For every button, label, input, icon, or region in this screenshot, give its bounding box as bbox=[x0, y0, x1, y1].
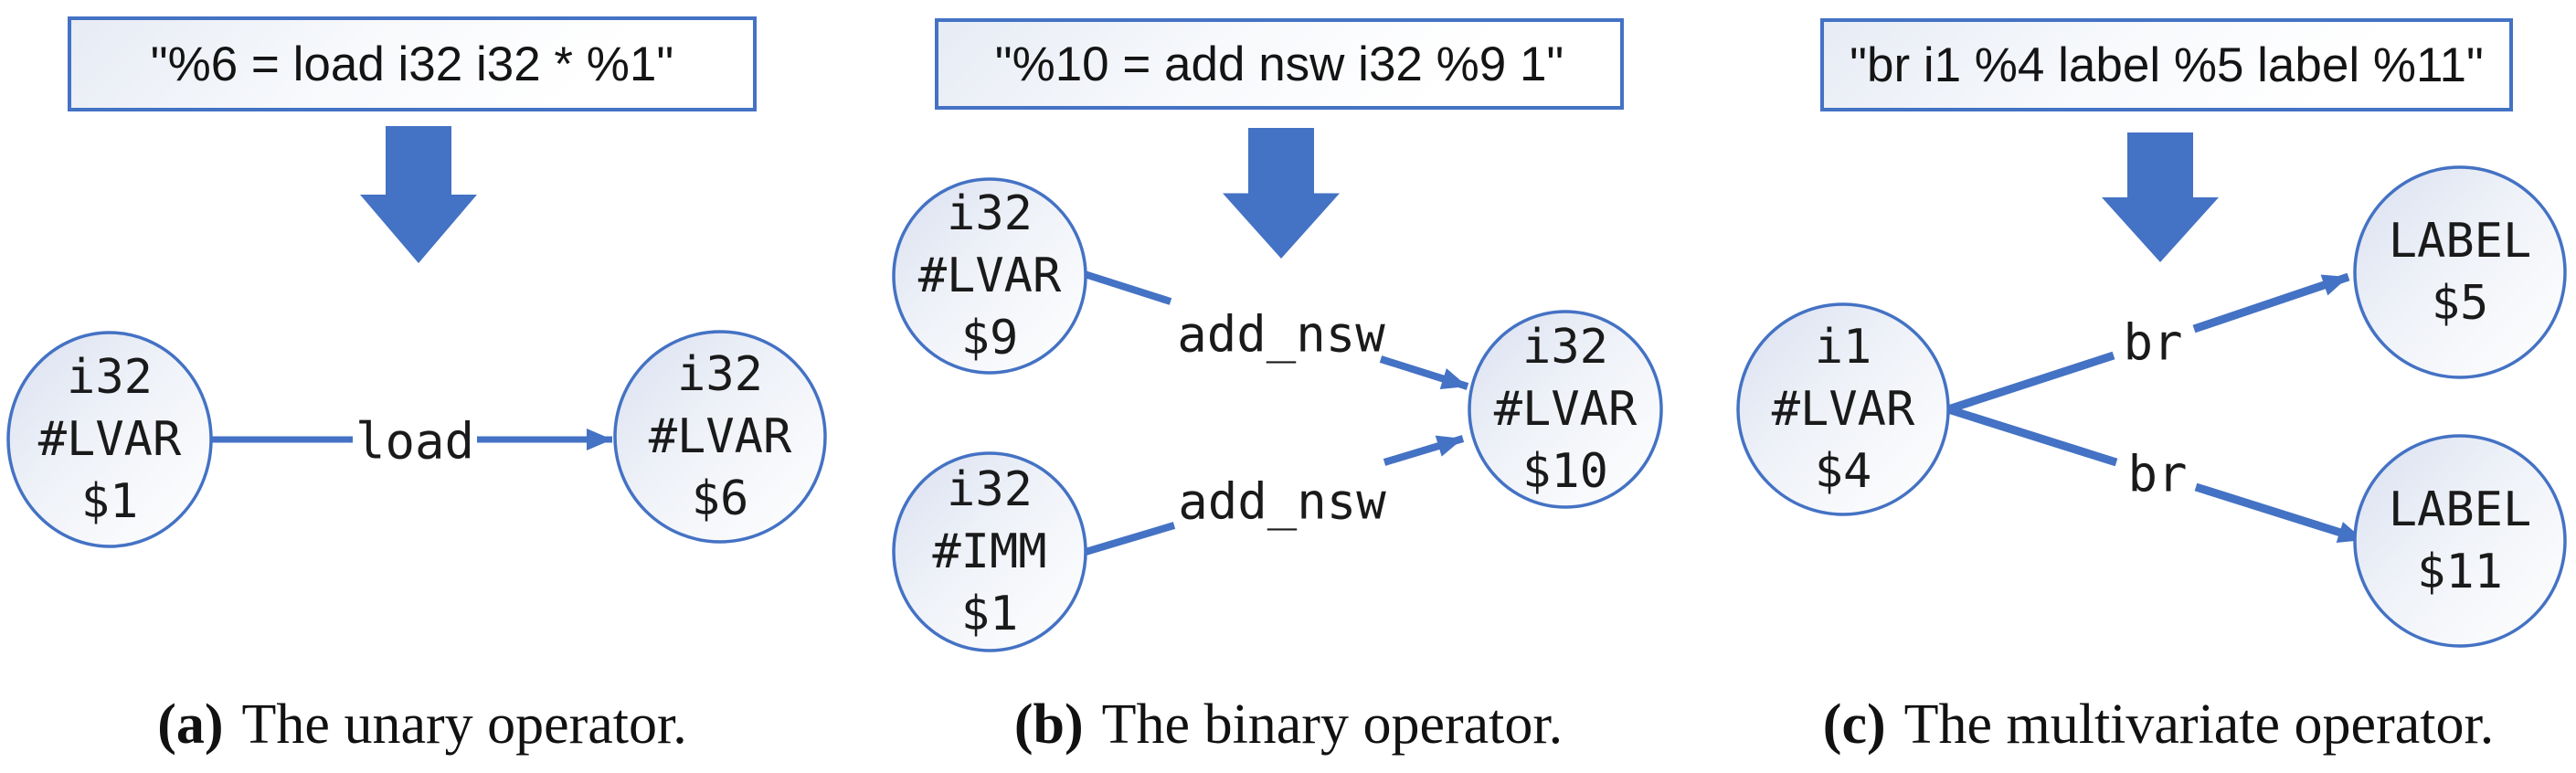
caption-label-a: (a) bbox=[157, 694, 224, 756]
edge-label: br bbox=[2123, 314, 2182, 372]
ir-code-box-c: "br i1 %4 label %5 label %11" bbox=[1820, 18, 2513, 111]
graph-node-ellipse bbox=[892, 177, 1087, 375]
panel-b-graph: add_nsw add_nsw i32 #LVAR $9 i32 #IMM $1 i32 #LVA… bbox=[892, 128, 1663, 652]
graph-node-ellipse bbox=[2353, 434, 2567, 648]
graph-node-text: #LVAR bbox=[38, 412, 182, 467]
graph-node-text: #LVAR bbox=[1494, 382, 1638, 437]
ir-code-box-a: "%6 = load i32 i32 * %1" bbox=[68, 16, 757, 111]
panel-b-node-0: i32 #LVAR $9 bbox=[892, 177, 1087, 375]
graph-node-text: $1 bbox=[81, 474, 139, 529]
panel-b-node-2: i32 #LVAR $10 bbox=[1468, 310, 1663, 509]
edge-line bbox=[1946, 351, 2115, 414]
graph-node-ellipse bbox=[6, 331, 213, 548]
edge-label: add_nsw bbox=[1178, 473, 1386, 531]
ir-code-box-b: "%10 = add nsw i32 %9 1" bbox=[935, 18, 1624, 110]
panel-a-node-0: i32 #LVAR $1 bbox=[6, 331, 213, 548]
graph-node-text: $5 bbox=[2432, 276, 2489, 331]
down-arrow-icon bbox=[1223, 128, 1340, 259]
caption-label-b: (b) bbox=[1013, 694, 1084, 756]
panel-b-node-1: i32 #IMM $1 bbox=[892, 451, 1087, 652]
graph-node-text: i1 bbox=[1815, 320, 1872, 375]
graph-node-text: i32 bbox=[947, 462, 1033, 517]
graph-node-text: $10 bbox=[1522, 444, 1608, 499]
caption-text-a: The unary operator. bbox=[241, 694, 687, 756]
graph-node-text: #LVAR bbox=[918, 249, 1062, 303]
edge-arrow bbox=[2194, 482, 2366, 545]
graph-node-ellipse bbox=[1468, 310, 1663, 509]
edge-arrow bbox=[2192, 272, 2350, 334]
graph-node-text: LABEL bbox=[2389, 482, 2532, 537]
graph-node-text: #LVAR bbox=[649, 409, 792, 464]
graph-node-text: $9 bbox=[961, 311, 1019, 365]
graph-node-ellipse bbox=[1736, 302, 1950, 516]
graph-node-text: i32 bbox=[67, 350, 153, 405]
edge-label: load bbox=[355, 413, 474, 471]
graph-node-ellipse bbox=[892, 451, 1087, 652]
graph-node-text: i32 bbox=[947, 186, 1033, 241]
edge-line bbox=[1083, 270, 1172, 305]
graph-node-text: #LVAR bbox=[1772, 382, 1915, 437]
edge-line bbox=[1946, 405, 2118, 467]
graph-node-text: $11 bbox=[2417, 545, 2503, 599]
caption-label-c: (c) bbox=[1822, 694, 1886, 756]
graph-node-ellipse bbox=[613, 330, 827, 544]
edge-line bbox=[1084, 522, 1176, 556]
graph-node-ellipse bbox=[2353, 165, 2567, 379]
panel-c-node-0: i1 #LVAR $4 bbox=[1736, 302, 1950, 516]
caption-b: (b) The binary operator. bbox=[868, 691, 1709, 758]
caption-text-c: The multivariate operator. bbox=[1903, 694, 2495, 756]
graph-node-text: i32 bbox=[677, 347, 763, 402]
edge-arrow bbox=[1383, 435, 1465, 466]
down-arrow-icon bbox=[2102, 132, 2219, 262]
graph-node-text: $4 bbox=[1815, 444, 1872, 499]
graph-node-text: #IMM bbox=[932, 524, 1046, 579]
caption-text-b: The binary operator. bbox=[1101, 694, 1564, 756]
graph-node-text: $1 bbox=[961, 587, 1019, 641]
graph-node-text: i32 bbox=[1522, 320, 1608, 375]
edge-arrow bbox=[1379, 355, 1469, 390]
graph-node-text: $6 bbox=[692, 471, 749, 526]
down-arrow-icon bbox=[360, 126, 477, 263]
edge-label: add_nsw bbox=[1177, 306, 1385, 364]
caption-a: (a) The unary operator. bbox=[2, 691, 843, 758]
edge-label: br bbox=[2127, 446, 2187, 503]
panel-c-node-1: LABEL $5 bbox=[2353, 165, 2567, 379]
graph-node-text: LABEL bbox=[2389, 214, 2532, 269]
panel-c-node-2: LABEL $11 bbox=[2353, 434, 2567, 648]
panel-a-graph: load i32 #LVAR $1 i32 #LVAR $6 bbox=[6, 126, 827, 548]
caption-c: (c) The multivariate operator. bbox=[1729, 691, 2576, 758]
panel-a-node-1: i32 #LVAR $6 bbox=[613, 330, 827, 544]
